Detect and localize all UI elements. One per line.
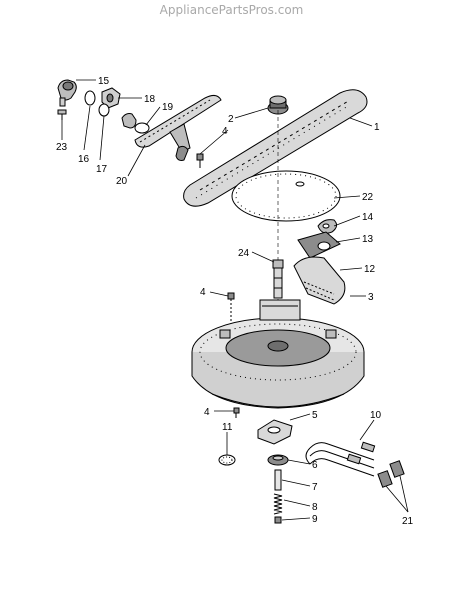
leader-lines (61, 79, 409, 521)
part-15-elbow[interactable] (57, 79, 77, 107)
callout-3: 3 (368, 292, 374, 303)
callout-11: 11 (222, 422, 233, 433)
part-4-screw-upper[interactable] (196, 153, 204, 168)
callout-17: 17 (96, 164, 108, 175)
callout-4-middle: 4 (200, 287, 206, 298)
part-16-o-ring[interactable] (84, 90, 96, 106)
callout-18: 18 (144, 94, 156, 105)
callout-12: 12 (364, 264, 376, 275)
part-8-spring[interactable] (273, 493, 283, 515)
part-22-filter-plate[interactable] (231, 170, 341, 222)
callout-labels: 15 18 19 23 16 17 20 2 4 1 22 14 13 24 1… (56, 76, 414, 527)
part-24-drive-shaft[interactable] (272, 259, 284, 299)
callout-2: 2 (228, 114, 234, 125)
part-23-screw[interactable] (57, 109, 67, 120)
callout-24: 24 (238, 248, 250, 259)
callout-16: 16 (78, 154, 90, 165)
part-21-terminal-caps[interactable] (377, 460, 405, 488)
part-13-chopper-blade[interactable] (297, 231, 341, 259)
callout-7: 7 (312, 482, 318, 493)
callout-8: 8 (312, 502, 318, 513)
part-2-spray-arm-hub[interactable] (267, 95, 289, 115)
part-6-seal[interactable] (267, 454, 289, 466)
part-19-connector[interactable] (121, 113, 150, 134)
part-20-upper-spray-arm[interactable] (134, 94, 222, 161)
part-11-clip[interactable] (218, 454, 236, 466)
callout-4-upper: 4 (222, 126, 228, 137)
part-3-pump-sump-assembly[interactable] (191, 299, 365, 409)
callout-6: 6 (312, 460, 318, 471)
part-1-lower-spray-arm[interactable] (183, 89, 368, 207)
callout-23: 23 (56, 142, 68, 153)
part-18-clip[interactable] (101, 87, 121, 109)
callout-15: 15 (98, 76, 110, 87)
callout-14: 14 (362, 212, 374, 223)
part-12-chopper-housing[interactable] (293, 256, 346, 305)
part-5-mounting-bracket[interactable] (257, 419, 293, 445)
callout-21: 21 (402, 516, 414, 527)
callout-5: 5 (312, 410, 318, 421)
part-10-heating-element[interactable] (305, 441, 376, 477)
callout-19: 19 (162, 102, 174, 113)
callout-9: 9 (312, 514, 318, 525)
watermark-text: AppliancePartsPros.com (159, 3, 304, 17)
callout-22: 22 (362, 192, 374, 203)
callout-10: 10 (370, 410, 382, 421)
upper-spray-arm-assembly (57, 79, 222, 168)
part-17-gasket[interactable] (98, 103, 110, 117)
part-7-shaft[interactable] (274, 469, 282, 491)
callout-4-lower: 4 (204, 407, 210, 418)
part-14-retainer[interactable] (317, 219, 338, 234)
callout-13: 13 (362, 234, 374, 245)
callout-1: 1 (374, 122, 380, 133)
part-9-screw-bottom[interactable] (274, 516, 282, 524)
part-4-screw-lower[interactable] (233, 407, 240, 418)
callout-20: 20 (116, 176, 128, 187)
